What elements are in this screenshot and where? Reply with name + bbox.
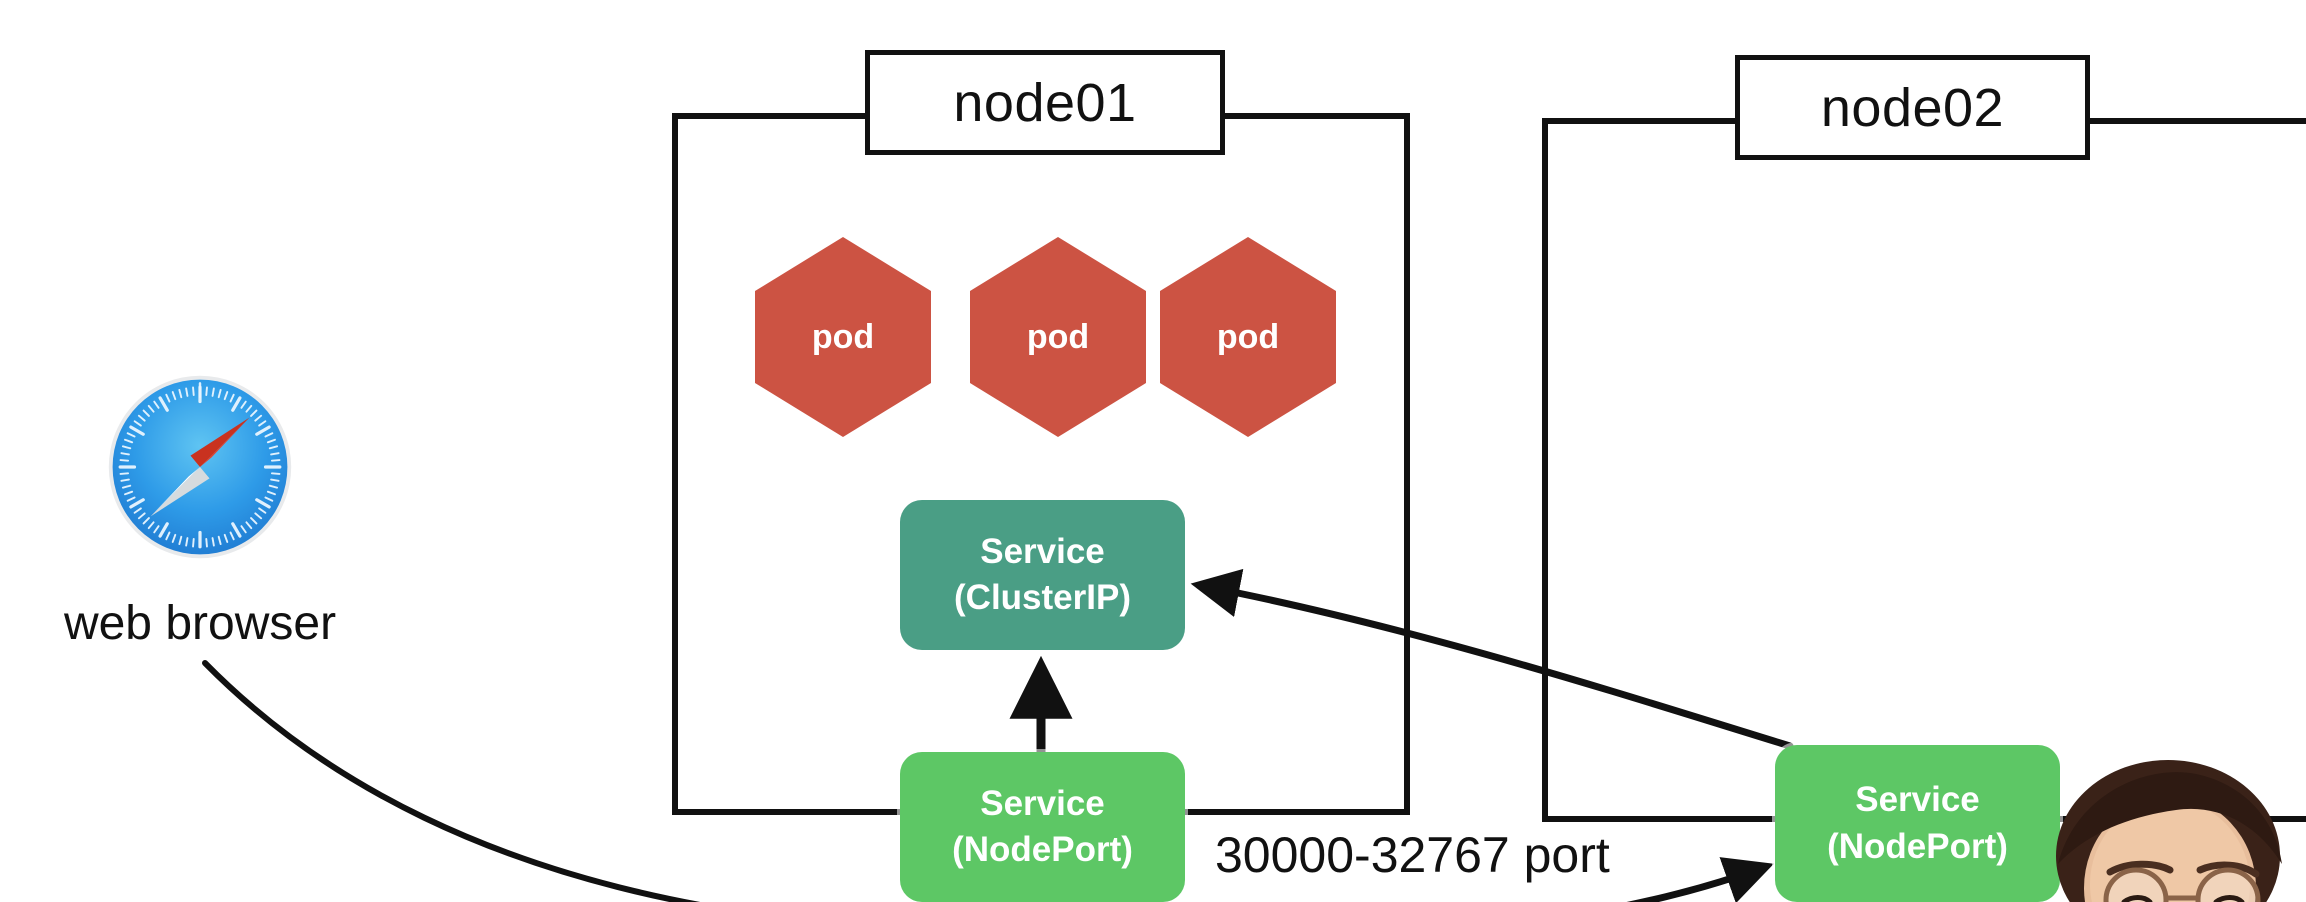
service-nodeport-node01: Service (NodePort) bbox=[900, 752, 1185, 902]
node-boundary-node01 bbox=[672, 113, 1410, 815]
safari-compass-icon bbox=[108, 375, 292, 559]
node-boundary-node02 bbox=[1542, 118, 2306, 822]
web-browser-label: web browser bbox=[63, 597, 337, 650]
service-clusterip-node01: Service (ClusterIP) bbox=[900, 500, 1185, 650]
service-kind: (NodePort) bbox=[1827, 826, 2008, 866]
service-title: Service bbox=[980, 531, 1105, 571]
pod-label: pod bbox=[811, 317, 875, 356]
service-title: Service bbox=[1855, 780, 1980, 820]
port-range-label: 30000-32767 port bbox=[1215, 827, 1610, 883]
service-title: Service bbox=[980, 783, 1105, 823]
pod-label: pod bbox=[1026, 317, 1090, 356]
service-nodeport-node02: Service (NodePort) bbox=[1775, 745, 2060, 902]
presenter-video-overlay bbox=[2056, 760, 2282, 902]
service-kind: (NodePort) bbox=[952, 830, 1133, 869]
pod-label: pod bbox=[1216, 317, 1280, 356]
wire-browser-to-node01-nodeport bbox=[202, 660, 701, 902]
service-kind: (ClusterIP) bbox=[954, 578, 1131, 617]
node-label-node02: node02 bbox=[1735, 55, 2090, 160]
node-label-node01: node01 bbox=[865, 50, 1225, 155]
